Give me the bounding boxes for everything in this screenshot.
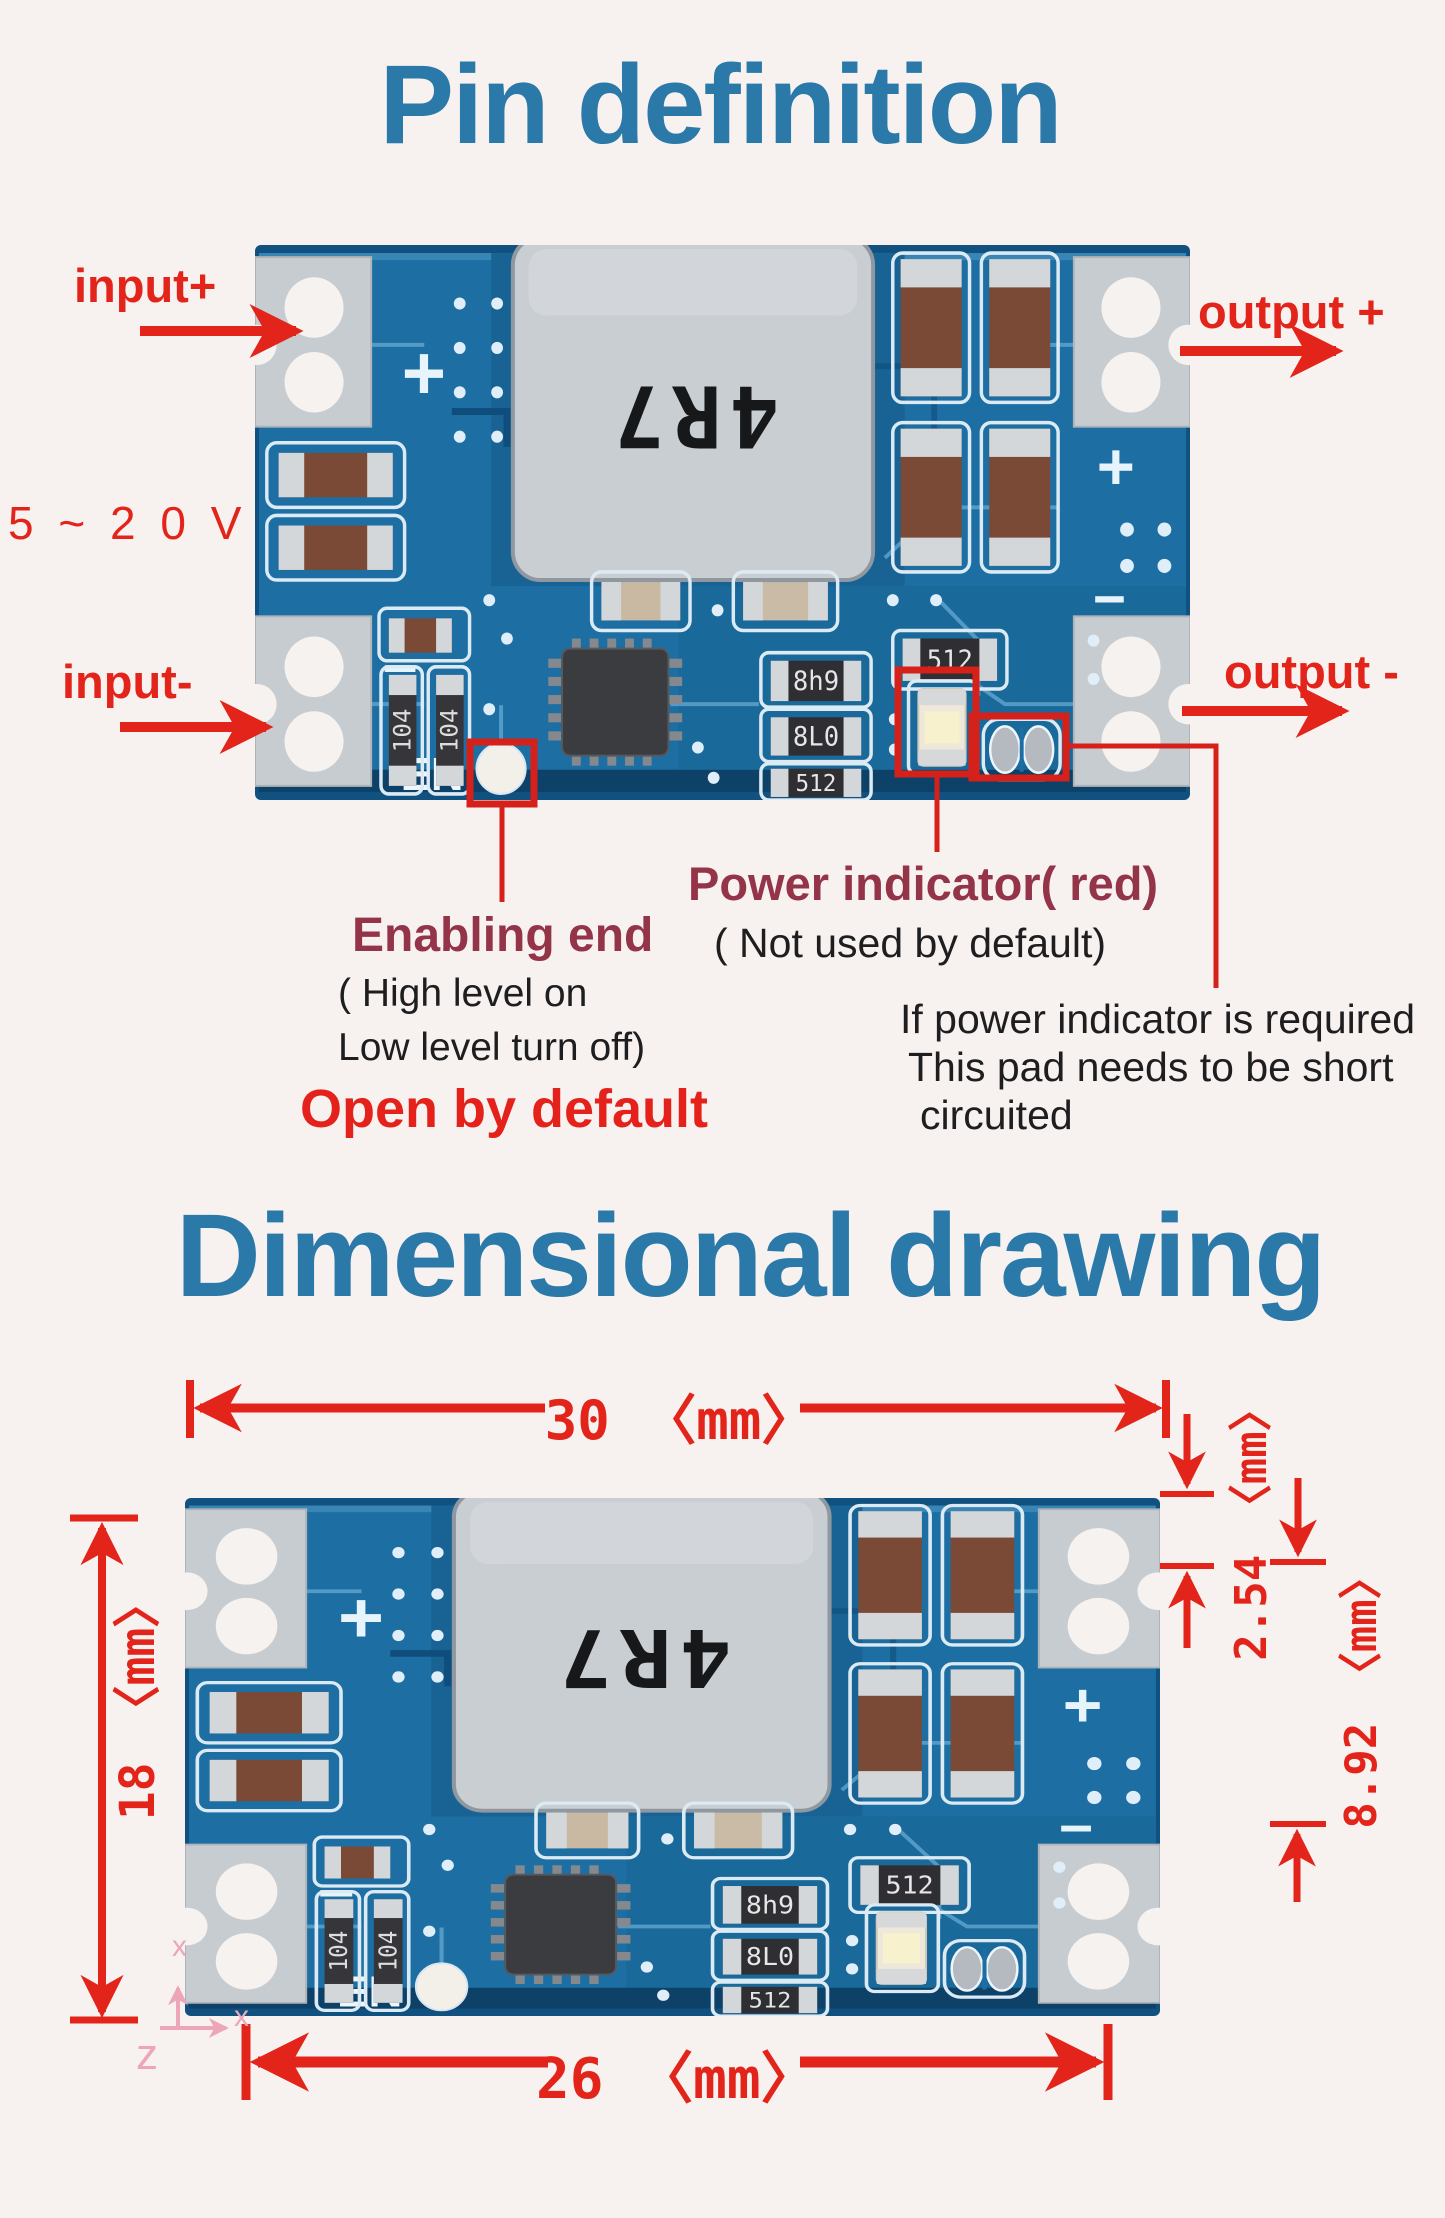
pcb-photo-dimensional: [167, 1490, 1179, 2016]
short-pad-leader-line: [1066, 743, 1219, 988]
dimension-18mm: [70, 1514, 138, 2024]
short-pad-note-line3: circuited: [920, 1092, 1073, 1138]
pin-arrows: [120, 303, 1350, 755]
short-pad-note-line2: This pad needs to be short: [908, 1044, 1394, 1090]
pin-definition-title: Pin definition: [379, 42, 1062, 167]
enabling-end-title: Enabling end: [352, 909, 654, 962]
enabling-end-line1: ( High level on: [338, 972, 588, 1015]
dimensional-drawing-title: Dimensional drawing: [175, 1190, 1327, 1322]
axis-z-label: z: [136, 2030, 158, 2079]
power-indicator-subtitle: ( Not used by default): [714, 920, 1106, 966]
input-minus-label: input-: [62, 655, 193, 708]
dimension-26mm: [241, 2024, 1113, 2100]
dimension-892mm: [1270, 1478, 1326, 1902]
open-by-default-label: Open by default: [300, 1079, 709, 1139]
voltage-range-label: 5 ~ 2 0 V: [8, 497, 248, 549]
dimension-254mm: [1160, 1414, 1214, 1648]
dimension-30mm-label: 30 〈mm〉: [544, 1389, 816, 1452]
short-pad-note-line1: If power indicator is required: [900, 996, 1416, 1042]
dimension-18mm-label: 18 〈mm〉: [110, 1579, 166, 1821]
power-indicator-title: Power indicator( red): [688, 857, 1159, 910]
output-minus-label: output -: [1224, 645, 1399, 698]
dimension-30mm: [186, 1380, 1170, 1438]
enable-pad-box: [466, 738, 538, 808]
output-plus-label: output +: [1198, 285, 1385, 338]
axis-x-label-origin: x: [234, 2000, 249, 2033]
dimension-254mm-label: 2.54 〈mm〉: [1226, 1387, 1277, 1661]
axis-x-label-top: x: [172, 1930, 187, 1963]
axis-watermark: [160, 1985, 229, 2038]
power-led-box: [894, 666, 980, 778]
dimension-26mm-label: 26 〈mm〉: [536, 2047, 817, 2112]
input-plus-label: input+: [74, 259, 217, 312]
dimension-892mm-label: 8.92 〈mm〉: [1336, 1555, 1387, 1829]
enabling-end-line2: Low level turn off): [338, 1026, 646, 1069]
callouts: [466, 666, 1219, 988]
